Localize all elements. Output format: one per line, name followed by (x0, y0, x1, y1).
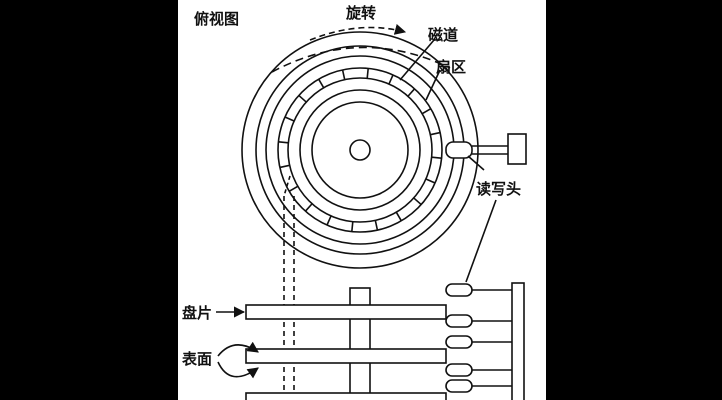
sector-divider (407, 88, 416, 97)
actuator-top (507, 133, 527, 165)
sector-divider (388, 74, 394, 85)
sector-divider (288, 185, 299, 193)
sector-divider (298, 94, 307, 103)
sector-divider (374, 220, 379, 231)
top-view-label: 俯视图 (194, 10, 239, 28)
surface-arrow-lower (217, 361, 259, 379)
spindle-hole (349, 139, 371, 161)
read-write-head-top (445, 141, 473, 159)
head-arms-side (445, 283, 512, 393)
sector-divider (304, 203, 313, 212)
sector-divider (279, 164, 290, 169)
track-ring-sector-inner (287, 77, 433, 223)
head-arm-top-view (445, 133, 527, 165)
sector-divider (278, 141, 289, 144)
platter-label: 盘片 (182, 304, 212, 322)
sector-divider (421, 107, 432, 115)
read-write-head (445, 314, 473, 328)
track-ring-innermost (311, 101, 409, 199)
outer-dashed-arc (271, 46, 451, 73)
head-leader-line-top (467, 155, 485, 171)
sector-divider (395, 211, 403, 222)
sector-divider (431, 156, 442, 159)
platter-side-2 (245, 348, 447, 364)
platter-side-3 (245, 392, 447, 400)
track-leader-line (399, 39, 435, 81)
track-ring-sector-outer (277, 67, 443, 233)
sector-divider (413, 197, 422, 206)
sector-leader-line (425, 69, 441, 101)
actuator-side (511, 282, 525, 400)
sector-label: 扇区 (436, 58, 466, 76)
track-ring-inner (299, 89, 421, 211)
head-leader-line-side (465, 199, 497, 283)
disk-platter-top-view (241, 31, 479, 269)
read-write-head (445, 379, 473, 393)
radial-dashed-line (283, 175, 291, 197)
sector-divider (366, 68, 369, 79)
platter-side-1 (245, 304, 447, 320)
sector-divider (351, 221, 354, 232)
sector-divider (341, 69, 346, 80)
rotation-label: 旋转 (345, 4, 376, 22)
head-label: 读写头 (476, 180, 521, 198)
sector-divider (284, 116, 295, 122)
surface-arrow-upper (217, 341, 259, 357)
read-write-head (445, 335, 473, 349)
read-write-head (445, 283, 473, 297)
sector-divider (430, 131, 441, 136)
surface-label: 表面 (182, 350, 212, 368)
sector-divider (326, 215, 332, 226)
sector-divider (425, 178, 436, 184)
read-write-head (445, 363, 473, 377)
disk-edge-ring (241, 31, 479, 269)
track-label: 磁道 (428, 26, 458, 44)
sector-divider (317, 78, 325, 89)
sector-dividers (278, 68, 442, 232)
rotation-arrow (309, 23, 407, 41)
